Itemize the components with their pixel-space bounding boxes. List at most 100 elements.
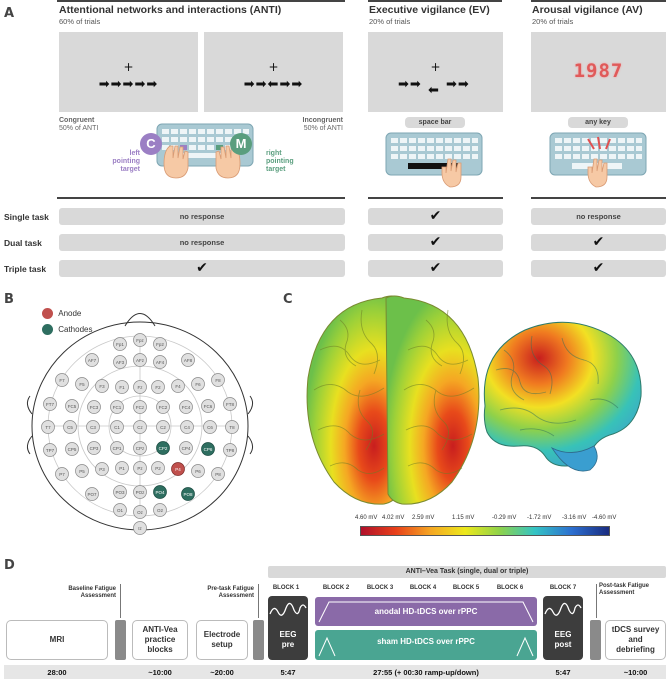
electrode-c3: C3 xyxy=(86,420,100,434)
electrode-fpz: Fpz xyxy=(133,333,147,347)
svg-text:C1: C1 xyxy=(114,425,120,430)
space-bar-label: space bar xyxy=(405,117,465,128)
electrode-f5: F5 xyxy=(75,377,89,391)
baseline-fatigue-bar xyxy=(115,620,126,660)
electrode-fc6: FC6 xyxy=(201,399,215,413)
task-banner: ANTI–Vea Task (single, dual or triple) xyxy=(268,566,666,578)
svg-text:TP7: TP7 xyxy=(46,448,55,453)
svg-text:CP4: CP4 xyxy=(182,446,191,451)
time-practice: ~10:00 xyxy=(148,668,172,677)
electrode-f3: F3 xyxy=(95,379,109,393)
electrode-iz: Iz xyxy=(133,521,147,535)
av-share: 20% of trials xyxy=(532,17,574,26)
electrode-fc1: FC1 xyxy=(110,400,124,414)
electrode-t8: T8 xyxy=(225,420,239,434)
marker-line xyxy=(258,584,259,618)
anti-topline xyxy=(57,0,345,2)
ev-arrows-right: ➡➡ xyxy=(446,77,470,92)
electrode-f6: F6 xyxy=(191,377,205,391)
svg-text:O1: O1 xyxy=(117,508,124,513)
legend-anode: Anode xyxy=(42,308,81,319)
brain-current-model xyxy=(306,295,642,505)
svg-text:FT8: FT8 xyxy=(226,402,234,407)
dual-anti-cell: no response xyxy=(59,234,345,251)
svg-text:POz: POz xyxy=(136,490,146,495)
electrode-p4: P4 xyxy=(171,462,185,476)
panel-c-label: C xyxy=(283,292,293,307)
svg-text:PO3: PO3 xyxy=(115,490,125,495)
left-key-badge: C xyxy=(140,133,162,155)
colorbar-tick: 4.02 mV xyxy=(382,515,405,521)
baseline-fatigue-label: Baseline Fatigue Assessment xyxy=(68,586,116,599)
electrode-cp5: CP5 xyxy=(65,442,79,456)
electrode-cp6: CP6 xyxy=(201,442,215,456)
right-target-label: right pointing target xyxy=(266,150,294,173)
svg-text:P4: P4 xyxy=(175,467,181,472)
svg-text:CP6: CP6 xyxy=(204,447,213,452)
electrode-setup-box: Electrode setup xyxy=(196,620,248,660)
any-key-label: any key xyxy=(568,117,628,128)
electrode-f1: F1 xyxy=(115,380,129,394)
table-line-av xyxy=(531,197,666,199)
practice-blocks-box: ANTI-Vea practice blocks xyxy=(132,620,188,660)
svg-text:F4: F4 xyxy=(175,384,181,389)
block-1-label: BLOCK 1 xyxy=(272,585,300,591)
svg-text:C3: C3 xyxy=(90,425,96,430)
triple-anti-check-icon: ✔ xyxy=(59,260,345,277)
svg-text:F5: F5 xyxy=(79,382,85,387)
svg-text:PO8: PO8 xyxy=(183,492,193,497)
svg-text:C4: C4 xyxy=(184,425,190,430)
single-anti-cell: no response xyxy=(59,208,345,225)
electrode-cp4: CP4 xyxy=(179,441,193,455)
svg-text:Cz: Cz xyxy=(137,425,143,430)
cathode-dot-icon xyxy=(42,324,53,335)
electrode-oz: Oz xyxy=(133,505,147,519)
electrode-ft7: FT7 xyxy=(43,397,57,411)
svg-text:CPz: CPz xyxy=(136,446,145,451)
single-av-cell: no response xyxy=(531,208,666,225)
svg-text:CP3: CP3 xyxy=(90,446,99,451)
left-target-label: left pointing target xyxy=(112,150,140,173)
svg-text:F3: F3 xyxy=(99,384,105,389)
electrode-cp3: CP3 xyxy=(87,441,101,455)
row-label-triple: Triple task xyxy=(4,264,47,274)
electrode-cp1: CP1 xyxy=(110,441,124,455)
electrode-f2: F2 xyxy=(151,380,165,394)
svg-text:P7: P7 xyxy=(59,472,65,477)
time-eeg-pre: 5:47 xyxy=(280,668,296,677)
electrode-fp2: Fp2 xyxy=(153,337,167,351)
av-keyboard-illustration xyxy=(549,132,647,188)
svg-text:Iz: Iz xyxy=(138,526,142,531)
svg-text:Fp2: Fp2 xyxy=(156,342,164,347)
electrode-f8: F8 xyxy=(211,373,225,387)
triple-av-check-icon: ✔ xyxy=(531,260,666,277)
block-3-label: BLOCK 3 xyxy=(366,585,394,591)
dual-av-check-icon: ✔ xyxy=(531,234,666,251)
svg-text:F8: F8 xyxy=(215,378,221,383)
mri-box: MRI xyxy=(6,620,108,660)
svg-text:PO4: PO4 xyxy=(155,490,165,495)
colorbar-tick: -0.29 mV xyxy=(492,515,517,521)
electrode-c4: C4 xyxy=(180,420,194,434)
electrode-af3: AF3 xyxy=(113,355,127,369)
fixation-cross: + xyxy=(268,60,279,74)
svg-text:P6: P6 xyxy=(195,469,201,474)
svg-text:C5: C5 xyxy=(67,425,73,430)
congruent-screen: + ➡➡➡➡➡ xyxy=(59,32,198,112)
svg-text:AF8: AF8 xyxy=(184,358,193,363)
eeg-pre-box: EEG pre xyxy=(268,596,308,660)
electrode-ft8: FT8 xyxy=(223,397,237,411)
colorbar-tick: 2.59 mV xyxy=(412,515,435,521)
time-stimulation: 27:55 (+ 00:30 ramp-up/down) xyxy=(373,668,479,677)
electrode-afz: AFz xyxy=(133,353,147,367)
av-millisecond-counter: 1987 xyxy=(573,60,624,82)
row-label-single: Single task xyxy=(4,212,49,222)
svg-text:P5: P5 xyxy=(79,469,85,474)
anti-share: 60% of trials xyxy=(59,17,101,26)
block-6-label: BLOCK 6 xyxy=(496,585,524,591)
svg-text:FC6: FC6 xyxy=(204,404,213,409)
ev-share: 20% of trials xyxy=(369,17,411,26)
svg-text:F7: F7 xyxy=(59,378,65,383)
electrode-fcz: FCz xyxy=(133,400,147,414)
electrode-p3: P3 xyxy=(95,462,109,476)
